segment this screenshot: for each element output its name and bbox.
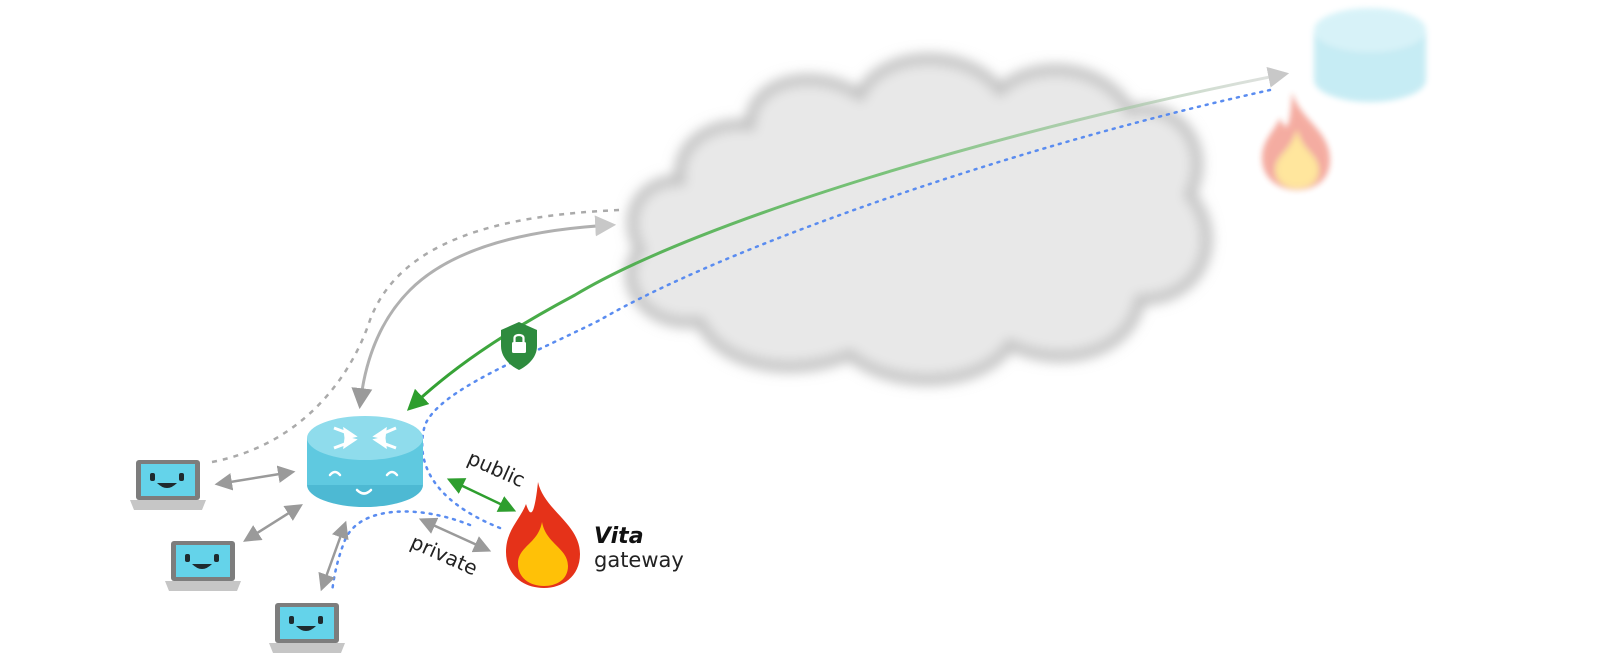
remote-router-icon [1314,8,1426,102]
public-label: public [464,446,529,492]
laptop-icon [269,603,345,653]
router-icon [307,416,423,507]
remote-flame-icon [1262,92,1330,190]
cloud-icon [625,53,1212,386]
laptop3-router-arrow [318,520,349,592]
laptop2-router-arrow [243,504,303,542]
cloud-to-router-arrow [351,215,617,410]
gateway-sublabel: gateway [594,548,684,572]
flame-icon [506,482,580,588]
shield-lock-icon [501,322,537,370]
gateway-name: Vita [594,524,644,549]
uplink-dashed-path [211,208,621,464]
private-link-arrow [418,517,492,553]
private-label: private [407,530,481,581]
laptop-icon [165,541,241,591]
public-link-arrow [446,478,517,512]
laptop-icon [130,460,206,510]
laptop1-router-arrow [214,465,296,491]
